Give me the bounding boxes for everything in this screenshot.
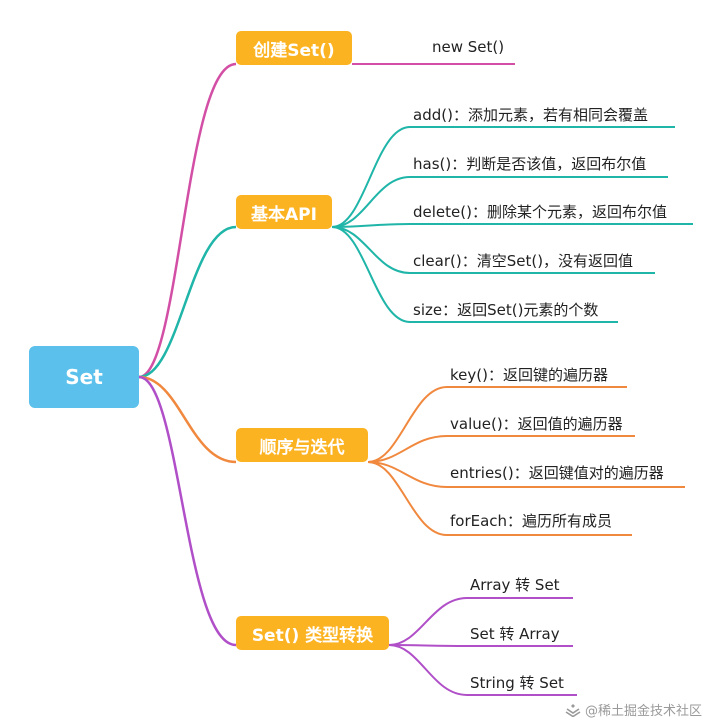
leaf-size[interactable]: size：返回Set()元素的个数 bbox=[413, 301, 599, 319]
branch-create-set[interactable]: 创建Set() bbox=[236, 31, 352, 65]
connector-iter-item-1 bbox=[367, 435, 635, 463]
connector-convert-item-1 bbox=[388, 644, 573, 647]
leaf-has[interactable]: has()：判断是否该值，返回布尔值 bbox=[413, 155, 647, 173]
branch-basic-api[interactable]: 基本API bbox=[236, 195, 332, 229]
connector-root-iter bbox=[138, 375, 237, 464]
watermark: @稀土掘金技术社区 bbox=[565, 700, 702, 719]
root-node[interactable]: Set bbox=[29, 346, 139, 408]
leaf-add[interactable]: add()：添加元素，若有相同会覆盖 bbox=[413, 106, 648, 124]
connector-api-item-4 bbox=[331, 226, 618, 323]
juejin-logo-icon bbox=[565, 703, 581, 717]
leaf-string-to-set[interactable]: String 转 Set bbox=[470, 674, 564, 692]
connector-convert-item-2 bbox=[388, 644, 577, 696]
connector-iter-item-2 bbox=[367, 461, 685, 488]
branch-order-iteration[interactable]: 顺序与迭代 bbox=[236, 428, 368, 462]
branch-type-conversion[interactable]: Set() 类型转换 bbox=[236, 616, 389, 650]
leaf-entries[interactable]: entries()：返回键值对的遍历器 bbox=[450, 464, 664, 482]
connector-api-item-1 bbox=[331, 176, 668, 228]
connector-root-create bbox=[138, 62, 237, 379]
leaf-new-set[interactable]: new Set() bbox=[432, 38, 505, 56]
leaf-foreach[interactable]: forEach：遍历所有成员 bbox=[450, 512, 613, 530]
connector-api-item-3 bbox=[331, 226, 655, 274]
leaf-set-to-array[interactable]: Set 转 Array bbox=[470, 625, 560, 643]
leaf-clear[interactable]: clear()：清空Set()，没有返回值 bbox=[413, 252, 634, 270]
connector-iter-item-3 bbox=[367, 461, 632, 536]
connector-api-item-0 bbox=[331, 126, 675, 228]
connector-root-api bbox=[138, 225, 237, 379]
connector-api-item-2 bbox=[331, 223, 693, 228]
leaf-array-to-set[interactable]: Array 转 Set bbox=[470, 576, 560, 594]
connector-iter-item-0 bbox=[367, 386, 627, 463]
leaf-delete[interactable]: delete()：删除某个元素，返回布尔值 bbox=[413, 203, 667, 221]
leaf-value[interactable]: value()：返回值的遍历器 bbox=[450, 415, 623, 433]
leaf-key[interactable]: key()：返回键的遍历器 bbox=[450, 366, 608, 384]
connector-convert-item-0 bbox=[388, 597, 573, 646]
watermark-text: @稀土掘金技术社区 bbox=[584, 704, 702, 719]
connector-root-convert bbox=[138, 375, 237, 647]
